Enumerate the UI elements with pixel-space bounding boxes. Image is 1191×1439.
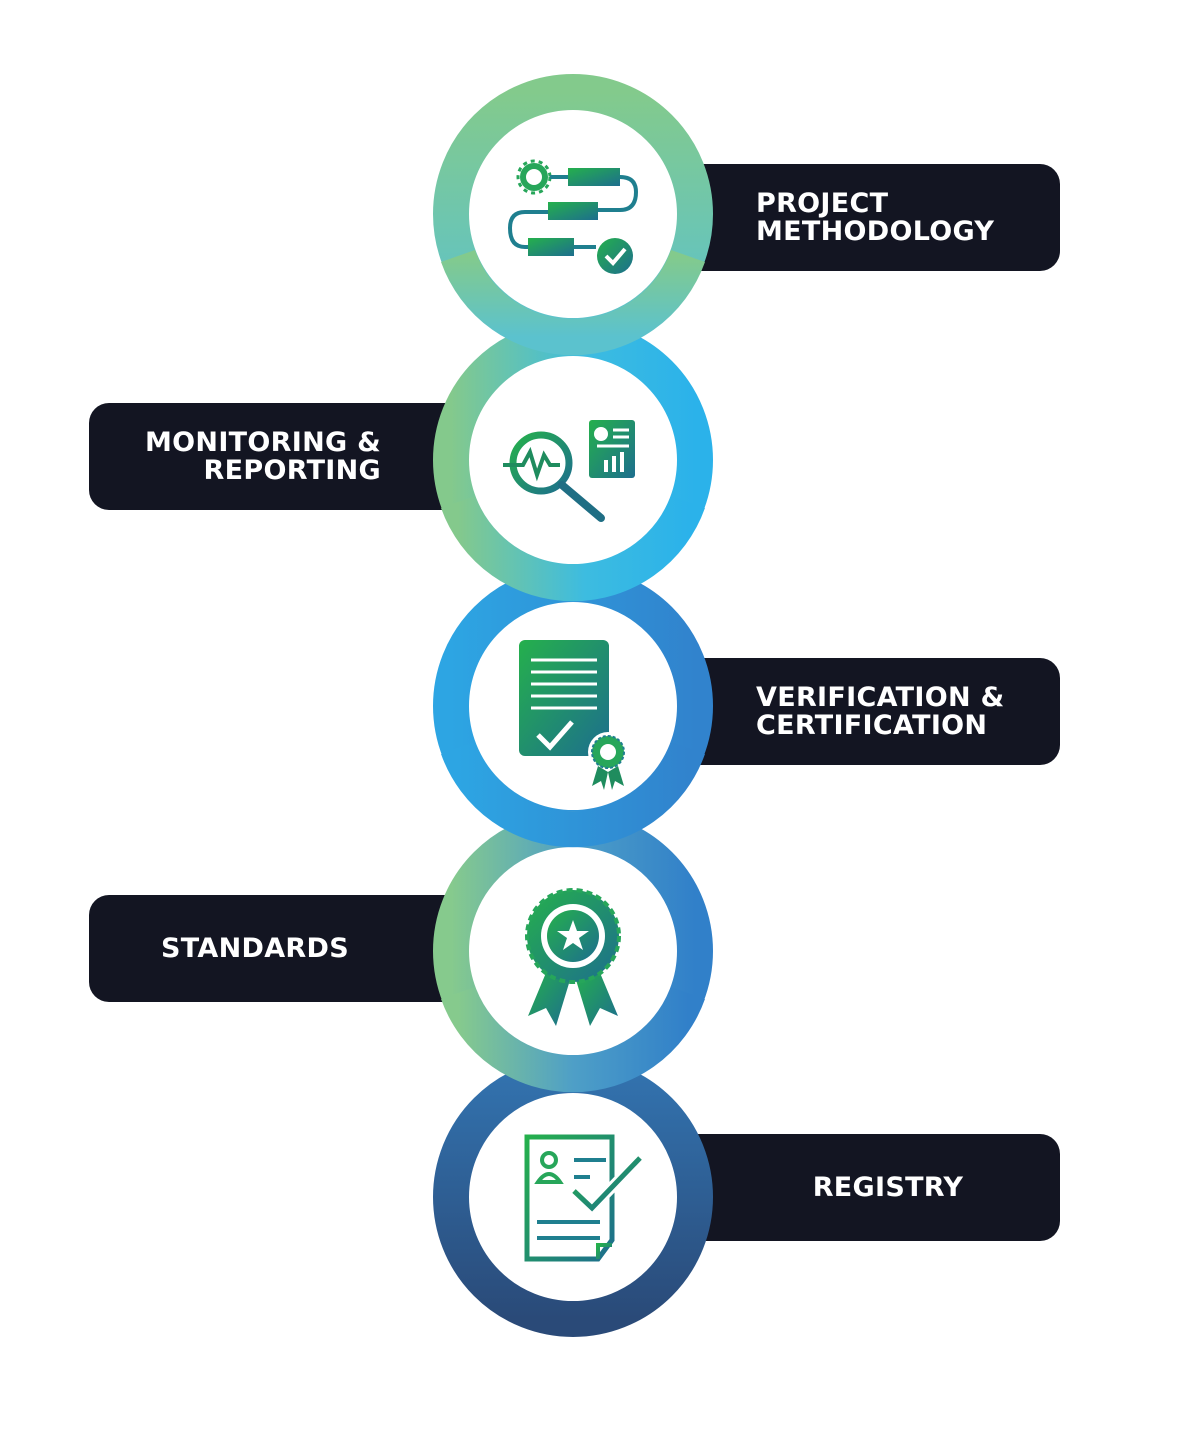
ring-2-overlap [441, 495, 705, 602]
award-ribbon-icon [525, 888, 621, 1026]
magnifier-report-icon [503, 420, 635, 522]
step-label-project-methodology: PROJECT METHODOLOGY [756, 187, 995, 247]
ring-4-overlap [441, 986, 705, 1093]
step-label-verification-certification: VERIFICATION & CERTIFICATION [756, 681, 1005, 741]
step-label-registry: REGISTRY [812, 1171, 964, 1203]
step-label-monitoring-reporting: MONITORING & REPORTING [145, 426, 381, 486]
ring-1-overlap [441, 249, 705, 356]
certificate-icon [519, 640, 628, 790]
registry-document-icon [524, 1134, 644, 1262]
process-flow-icon [507, 159, 639, 274]
step-label-standards: STANDARDS [161, 932, 349, 964]
ring-3-overlap [441, 741, 705, 848]
